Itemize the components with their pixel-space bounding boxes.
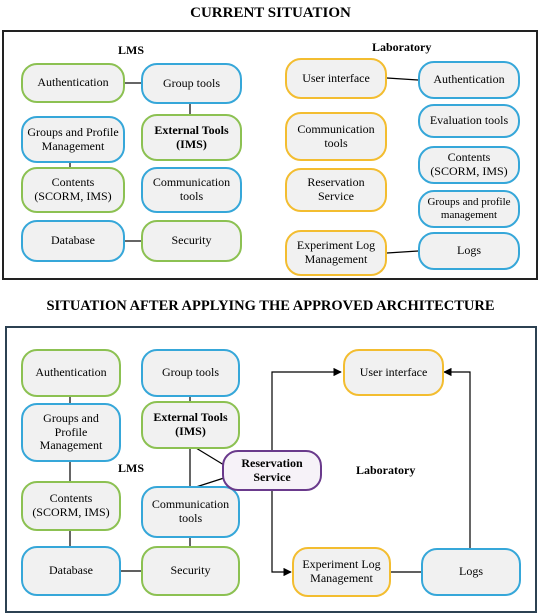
current-situation-title: CURRENT SITUATION xyxy=(190,5,351,21)
top-lms-external-tools: External Tools (IMS) xyxy=(141,114,242,161)
bottom-groups-profile: Groups and Profile Management xyxy=(21,403,121,462)
top-lms-groups-profile: Groups and Profile Management xyxy=(21,116,125,163)
top-lab-groups-profile: Groups and profile management xyxy=(418,190,520,228)
bottom-experiment-log: Experiment Log Management xyxy=(292,547,391,597)
bottom-logs: Logs xyxy=(421,548,521,596)
line-explog-logs xyxy=(386,250,419,254)
top-lms-contents: Contents (SCORM, IMS) xyxy=(21,167,125,213)
bottom-authentication: Authentication xyxy=(21,349,121,397)
top-lms-database: Database xyxy=(21,220,125,262)
top-lab-evaluation: Evaluation tools xyxy=(418,104,520,138)
top-lms-communication: Communication tools xyxy=(141,167,242,213)
bottom-laboratory-label: Laboratory xyxy=(356,463,416,477)
arrow-res-ui xyxy=(271,367,342,450)
arrow-logs-ui xyxy=(443,367,471,548)
current-situation-frame xyxy=(2,30,538,280)
bottom-contents: Contents (SCORM, IMS) xyxy=(21,481,121,531)
top-lab-communication: Communication tools xyxy=(285,112,387,161)
bottom-database: Database xyxy=(21,546,121,596)
top-lab-experiment-log: Experiment Log Management xyxy=(285,230,387,276)
after-architecture-frame xyxy=(5,326,537,613)
line-res-external xyxy=(195,447,225,466)
top-lms-security: Security xyxy=(141,220,242,262)
line-res-comm xyxy=(195,477,225,488)
bottom-communication: Communication tools xyxy=(141,486,240,538)
bottom-security: Security xyxy=(141,546,240,596)
top-lab-logs: Logs xyxy=(418,232,520,270)
bottom-user-interface: User interface xyxy=(343,349,444,396)
after-architecture-title: SITUATION AFTER APPLYING THE APPROVED AR… xyxy=(46,298,495,314)
top-lab-user-interface: User interface xyxy=(285,58,387,99)
top-lab-contents: Contents (SCORM, IMS) xyxy=(418,146,520,184)
line-ui-auth xyxy=(386,77,419,81)
top-lab-reservation: Reservation Service xyxy=(285,168,387,212)
bottom-group-tools: Group tools xyxy=(141,349,240,397)
top-laboratory-label: Laboratory xyxy=(372,40,432,54)
top-lms-group-tools: Group tools xyxy=(141,63,242,104)
bottom-reservation-service: Reservation Service xyxy=(222,450,322,491)
top-lab-authentication: Authentication xyxy=(418,61,520,99)
bottom-lms-label: LMS xyxy=(118,461,145,475)
bottom-external-tools: External Tools (IMS) xyxy=(141,401,240,449)
top-lms-authentication: Authentication xyxy=(21,63,125,103)
top-lms-label: LMS xyxy=(118,43,145,57)
arrow-res-explog xyxy=(271,491,292,577)
